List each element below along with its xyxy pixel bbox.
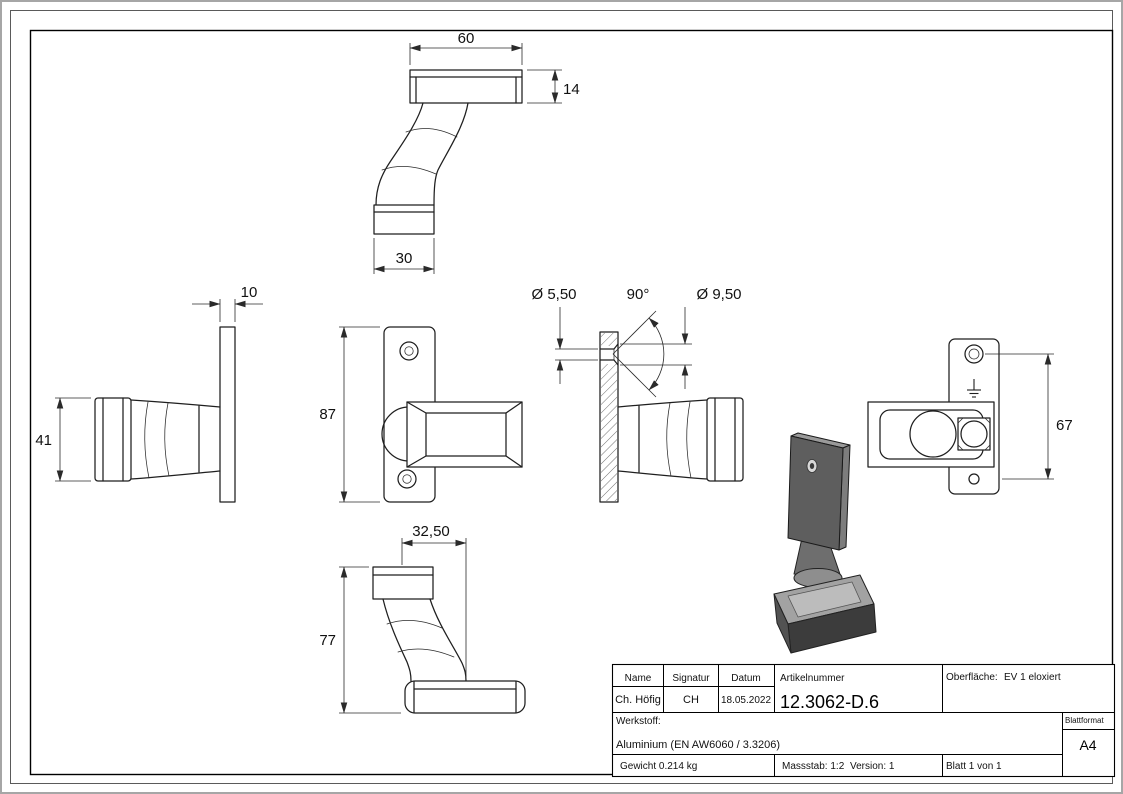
stem-base-circle bbox=[909, 410, 957, 458]
titleblock-artikelnummer-value: 12.3062-D.6 bbox=[780, 692, 879, 712]
cap-edge-outline bbox=[94, 397, 132, 482]
cap-edge-right bbox=[706, 397, 744, 482]
wall-foot-outline bbox=[373, 204, 435, 235]
title-block-frame bbox=[611, 663, 1116, 778]
titleblock-datum-value: 18.05.2022 bbox=[721, 695, 771, 706]
view-top: 60 14 30 bbox=[373, 30, 580, 274]
iso-cap-left bbox=[773, 593, 792, 654]
titleblock-signatur-value: CH bbox=[683, 694, 699, 706]
iso-cap-plateau bbox=[787, 581, 862, 618]
iso-plate-front bbox=[787, 435, 844, 551]
dim-label-bracket-height: 77 bbox=[319, 632, 336, 649]
titleblock-datum-header: Datum bbox=[731, 673, 760, 684]
cap-boss-bevels bbox=[406, 401, 523, 468]
dim-77: 77 bbox=[319, 566, 401, 714]
titleblock-oberflaeche-label: Oberfläche: bbox=[946, 672, 998, 683]
dim-label-plate-height: 87 bbox=[319, 406, 336, 423]
dim-label-cap-diameter: 41 bbox=[35, 432, 52, 449]
dim-label-cap-offset: 32,50 bbox=[412, 523, 450, 540]
wall-foot-bottom bbox=[372, 566, 434, 600]
titleblock-blatt: Blatt 1 von 1 bbox=[946, 761, 1002, 772]
dim-label-cap-thickness: 14 bbox=[563, 81, 580, 98]
square-drive-circle bbox=[960, 420, 988, 448]
view-side-section: Ø 5,50 90° Ø 9,50 bbox=[531, 286, 744, 503]
titleblock-blattformat-value: A4 bbox=[1079, 737, 1096, 753]
square-corner-chamfers bbox=[957, 417, 991, 451]
dim-label-foot-width: 30 bbox=[396, 250, 413, 267]
cap-outline bbox=[409, 69, 523, 104]
titleblock-gewicht: Gewicht 0.214 kg bbox=[620, 761, 697, 772]
stamp-mark bbox=[967, 379, 981, 398]
dim-10: 10 bbox=[192, 284, 263, 322]
countersunk-hole bbox=[599, 343, 619, 366]
plate-section-hatch bbox=[601, 333, 617, 501]
sheet-frame bbox=[10, 10, 1114, 784]
view-rear: 67 bbox=[867, 338, 1073, 495]
titleblock-artikelnummer-header: Artikelnummer bbox=[780, 673, 845, 684]
dim-60: 60 bbox=[409, 30, 523, 65]
stem-profile bbox=[130, 399, 221, 480]
titleblock-blattformat-label: Blattformat bbox=[1065, 716, 1104, 725]
stem-profile-bottom bbox=[382, 598, 467, 682]
dim-3250: 32,50 bbox=[401, 523, 467, 677]
titleblock-werkstoff-value: Aluminium (EN AW6060 / 3.3206) bbox=[616, 739, 780, 751]
square-drive-hole bbox=[957, 417, 991, 451]
dim-hole-diameter: Ø 5,50 bbox=[531, 286, 598, 384]
titleblock-massstab: Massstab: 1:2 bbox=[782, 761, 845, 772]
titleblock-signatur-header: Signatur bbox=[672, 673, 710, 684]
cap-edge-bevels bbox=[102, 397, 124, 482]
dim-14: 14 bbox=[527, 69, 580, 104]
titleblock-name-value: Ch. Höfig bbox=[615, 694, 661, 706]
rear-hole-bottom bbox=[968, 473, 980, 485]
dim-label-cap-width: 60 bbox=[458, 30, 475, 47]
titleblock-oberflaeche-value: EV 1 eloxiert bbox=[1004, 672, 1061, 683]
cap-bevel-lines bbox=[409, 76, 523, 104]
wall-plate-edge bbox=[219, 326, 236, 503]
title-block-grid bbox=[612, 664, 1115, 777]
mounting-hole-bottom bbox=[397, 469, 417, 489]
dim-label-countersink-diameter: Ø 9,50 bbox=[696, 286, 741, 303]
dim-label-hole-diameter: Ø 5,50 bbox=[531, 286, 576, 303]
mounting-hole-top bbox=[399, 341, 419, 361]
cap-bottom-bevels bbox=[413, 680, 517, 714]
titleblock-name-header: Name bbox=[625, 673, 652, 684]
view-front: 87 bbox=[319, 326, 523, 503]
plate-section-outline bbox=[599, 331, 619, 503]
dim-67: 67 bbox=[985, 353, 1073, 480]
view-isometric bbox=[773, 432, 877, 654]
cap-edge-right-bevels bbox=[714, 397, 736, 482]
title-block: Name Signatur Datum Artikelnummer Oberfl… bbox=[611, 663, 1116, 778]
dim-label-plate-thickness: 10 bbox=[241, 284, 258, 301]
dim-countersink-diameter: Ø 9,50 bbox=[620, 286, 742, 389]
dim-30: 30 bbox=[373, 238, 435, 274]
titleblock-werkstoff-label: Werkstoff: bbox=[616, 716, 661, 727]
titleblock-version: Version: 1 bbox=[850, 761, 895, 772]
dim-label-countersink-angle: 90° bbox=[627, 286, 650, 303]
cap-bottom-outline bbox=[404, 680, 526, 714]
stem-outline bbox=[375, 102, 469, 206]
dim-countersink-angle: 90° bbox=[612, 286, 665, 398]
dim-label-hole-spacing: 67 bbox=[1056, 417, 1073, 434]
dim-41: 41 bbox=[35, 397, 91, 482]
dim-87: 87 bbox=[319, 326, 380, 503]
rear-hole-top bbox=[964, 344, 984, 364]
view-side-left: 10 41 bbox=[35, 284, 263, 503]
view-bottom: 32,50 77 bbox=[319, 523, 526, 714]
stem-profile-right bbox=[617, 399, 708, 480]
